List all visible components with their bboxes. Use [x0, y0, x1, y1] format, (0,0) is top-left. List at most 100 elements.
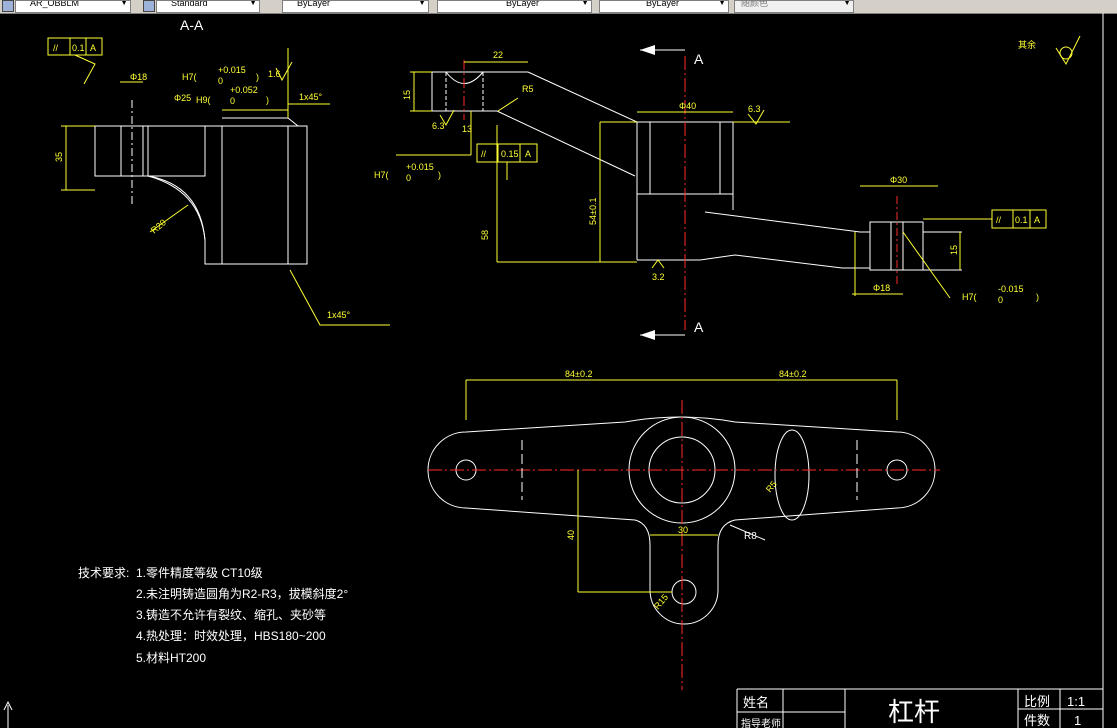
fit-h7-alt-upper: -0.015 — [998, 284, 1024, 294]
count-label: 件数 — [1024, 713, 1050, 728]
flatness-frame-3: // 0.1 A — [923, 209, 1047, 229]
svg-text:R15: R15 — [652, 592, 670, 611]
roughness-note: 其余 — [1018, 39, 1036, 50]
dim-phi40: Φ40 — [679, 101, 696, 111]
svg-text:): ) — [1036, 292, 1039, 302]
text-style-icon[interactable] — [143, 0, 155, 12]
section-title: A-A — [180, 17, 204, 33]
svg-text:1.6: 1.6 — [268, 69, 281, 79]
svg-text://: // — [481, 149, 487, 159]
chevron-down-icon: ▼ — [581, 0, 589, 7]
svg-text:): ) — [266, 95, 269, 105]
name-label: 姓名 — [743, 695, 769, 710]
svg-text:): ) — [256, 72, 259, 82]
tech-requirements: 技术要求: 1.零件精度等级 CT10级 2.未注明铸造圆角为R2-R3，拔模斜… — [78, 565, 348, 665]
tech-item-2: 2.未注明铸造圆角为R2-R3，拔模斜度2° — [136, 586, 348, 601]
count-value: 1 — [1074, 713, 1081, 728]
roughness-symbol-icon — [1055, 35, 1081, 66]
scale-value: 1:1 — [1067, 694, 1085, 709]
layer-name: AR_OBBLM — [30, 0, 80, 8]
dim-84-right: 84±0.2 — [779, 369, 806, 379]
tech-item-5: 5.材料HT200 — [136, 651, 206, 665]
text-style-name: Standard — [171, 0, 208, 8]
svg-text://: // — [996, 215, 1002, 225]
datum-letter: A — [90, 43, 96, 53]
layer-dropdown[interactable]: AR_OBBLM ▼ — [15, 0, 131, 13]
datum-letter-2: A — [525, 149, 531, 159]
svg-text:35: 35 — [54, 152, 64, 162]
chamfer-label-top: 1x45° — [299, 92, 323, 102]
svg-text:54±0.1: 54±0.1 — [588, 198, 598, 225]
tolerance-value-2: 0.15 — [501, 149, 519, 159]
chevron-down-icon: ▼ — [120, 0, 128, 7]
dim-40: 40 — [566, 530, 576, 540]
flatness-frame-1: // 0.1 A — [47, 37, 103, 85]
fit-h7-lower-2: 0 — [406, 173, 411, 183]
svg-text:Φ18: Φ18 — [130, 72, 147, 82]
svg-text:): ) — [438, 170, 441, 180]
tolerance-value-3: 0.1 — [1015, 215, 1028, 225]
svg-text://: // — [53, 43, 59, 53]
scale-label: 比例 — [1024, 694, 1050, 709]
dim-phi30: Φ30 — [890, 175, 907, 185]
section-view — [94, 100, 308, 265]
svg-text:H9(: H9( — [196, 95, 211, 105]
part-name: 杠杆 — [888, 697, 940, 727]
color-dropdown[interactable]: 随颜色 ▼ — [734, 0, 854, 13]
chevron-down-icon: ▼ — [843, 0, 851, 7]
tech-item-1: 1.零件精度等级 CT10级 — [136, 565, 263, 580]
section-mark-bottom: A — [694, 319, 704, 335]
dim-84-left: 84±0.2 — [565, 369, 592, 379]
section-mark-top: A — [694, 51, 704, 67]
fit-h9-upper: +0.052 — [230, 85, 258, 95]
color-name: 随颜色 — [741, 0, 769, 8]
fit-h7-upper: +0.015 — [218, 65, 246, 75]
lineweight-dropdown[interactable]: ByLayer ▼ — [437, 0, 592, 13]
front-view-dimensions: 22 15 R5 6.3 13 H7( +0.015 0 ) // 0.15 A… — [374, 35, 1081, 305]
text-style-dropdown[interactable]: Standard ▼ — [156, 0, 260, 13]
dim-13: 13 — [462, 124, 472, 134]
radius-r8: R8 — [744, 531, 757, 542]
plotstyle-dropdown[interactable]: ByLayer ▼ — [599, 0, 729, 13]
plotstyle-name: ByLayer — [646, 0, 680, 8]
tech-heading: 技术要求: — [78, 566, 129, 580]
chevron-down-icon: ▼ — [249, 0, 257, 7]
roughness-32: 3.2 — [652, 272, 665, 282]
linetype-dropdown[interactable]: ByLayer ▼ — [282, 0, 429, 13]
radius-r5: R5 — [522, 84, 534, 94]
svg-text:H7(: H7( — [182, 72, 197, 82]
svg-text:H7(: H7( — [374, 170, 389, 180]
dim-22: 22 — [493, 50, 503, 60]
datum-letter-3: A — [1034, 215, 1040, 225]
lineweight-name: ByLayer — [506, 0, 540, 8]
svg-text:H7(: H7( — [962, 292, 977, 302]
fit-h7-lower: 0 — [218, 76, 223, 86]
fit-h7-upper-2: +0.015 — [406, 162, 434, 172]
section-arrows: A A — [640, 45, 704, 340]
chevron-down-icon: ▼ — [718, 0, 726, 7]
chevron-down-icon: ▼ — [418, 0, 426, 7]
fit-h7-alt-lower: 0 — [998, 295, 1003, 305]
svg-text:15: 15 — [949, 245, 959, 255]
fit-h9-lower: 0 — [230, 96, 235, 106]
linetype-name: ByLayer — [297, 0, 331, 8]
properties-toolbar: AR_OBBLM ▼ Standard ▼ ByLayer ▼ ByLayer … — [0, 0, 1117, 14]
drawing-canvas[interactable]: A-A // 0.1 A 35 Φ18 Φ25 H7( +0.015 0 — [0, 13, 1117, 728]
roughness-63-a: 6.3 — [432, 121, 445, 131]
top-view — [427, 400, 940, 690]
dim-58: 58 — [480, 230, 490, 240]
tech-item-3: 3.铸造不允许有裂纹、缩孔、夹砂等 — [136, 607, 326, 622]
flatness-frame-2: // 0.15 A — [476, 143, 538, 180]
title-block: 姓名 指导老师 杠杆 比例 1:1 件数 1 — [736, 688, 1103, 728]
dim-15: 15 — [402, 90, 412, 100]
dim-30: 30 — [678, 525, 688, 535]
svg-text:Φ25: Φ25 — [174, 93, 191, 103]
dim-phi18: Φ18 — [873, 283, 890, 293]
teacher-label: 指导老师 — [741, 717, 781, 728]
chamfer-label-bottom: 1x45° — [327, 310, 351, 320]
tolerance-value: 0.1 — [72, 43, 85, 53]
layer-icon[interactable] — [2, 0, 14, 12]
ucs-icon — [3, 700, 13, 728]
front-view — [431, 56, 962, 330]
roughness-63-b: 6.3 — [748, 104, 761, 114]
